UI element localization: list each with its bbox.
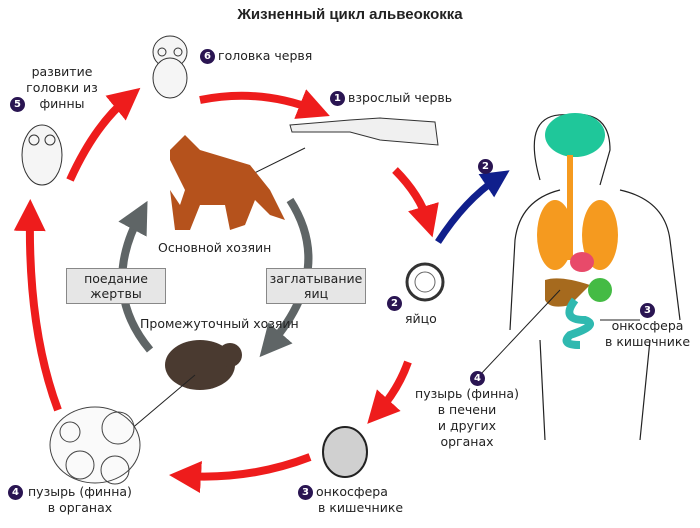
stage-2-text: яйцо	[405, 311, 437, 326]
cyst-cluster-illustration	[49, 406, 141, 485]
diagram-title: Жизненный цикл альвеококка	[237, 6, 463, 23]
oncosphere-illustration	[322, 426, 368, 478]
brain	[545, 113, 605, 157]
egg-illustration	[405, 262, 445, 302]
adult-worm-illustration	[289, 117, 439, 146]
stage-3-badge: 3	[298, 485, 313, 500]
fox-illustration	[170, 135, 285, 230]
heart	[570, 252, 594, 272]
human-stage-2-badge: 2	[478, 158, 496, 174]
stage-6-badge: 6	[200, 49, 215, 64]
arrow-finna-to-head	[66, 87, 141, 182]
intermediate-host-label: Промежуточный хозяин	[140, 316, 299, 331]
intestine	[562, 297, 594, 349]
lung-left	[537, 200, 573, 270]
human-stage-3-badge: 3	[640, 302, 658, 318]
stage-1-badge: 1	[330, 91, 345, 106]
lung-right	[582, 200, 618, 270]
stage-6-text: головка червя	[218, 48, 313, 63]
stomach	[588, 278, 612, 302]
liver	[545, 278, 590, 307]
stage-5-badge: 5	[10, 97, 25, 112]
human-stage-4-badge: 4	[470, 370, 488, 386]
arrow-oncosphere-to-cyst	[169, 453, 312, 493]
arrow-cyst-to-finna	[13, 199, 62, 412]
stage-4-badge: 4	[8, 485, 23, 500]
stage-1-text: взрослый червь	[348, 90, 453, 105]
definitive-host-label: Основной хозяин	[158, 240, 272, 255]
arrow-to-oncosphere	[367, 360, 412, 424]
stage-4-label: пузырь (финна) в органах	[28, 484, 132, 515]
arrow-adult-to-egg	[392, 167, 439, 238]
vole-illustration	[165, 340, 242, 390]
stage-2-badge: 2	[387, 296, 402, 311]
arrow-head-to-adult	[199, 89, 330, 119]
human-silhouette	[509, 113, 681, 441]
worm-head-illustration	[152, 35, 188, 99]
arrow-egg-to-human	[435, 170, 510, 244]
finna-illustration	[21, 124, 63, 186]
stage-5-label: развитие головки из финны	[26, 64, 98, 111]
